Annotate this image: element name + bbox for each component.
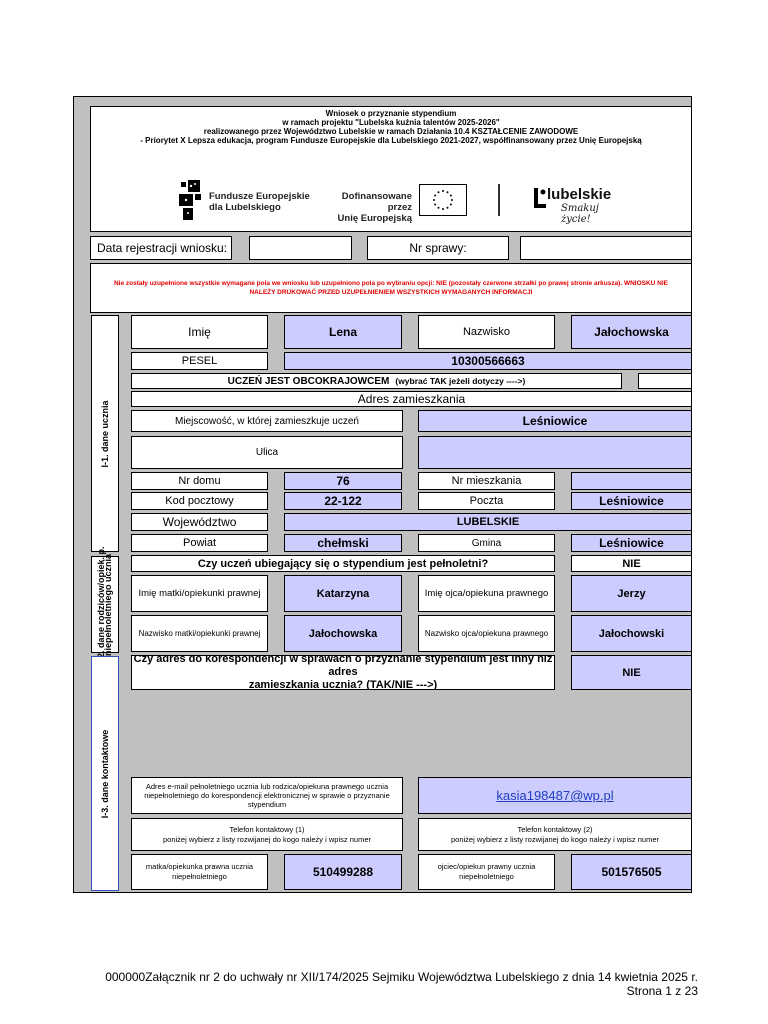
street-label: Ulica xyxy=(131,436,403,469)
section-i1-label: I-1. dane ucznia xyxy=(91,315,119,552)
section-i3-title: I-3. dane kontaktowe xyxy=(100,729,110,818)
commune-field[interactable]: Leśniowice xyxy=(571,534,692,552)
email-field[interactable]: kasia198487@wp.pl xyxy=(418,777,692,814)
header-line-2: w ramach projektu "Lubelska kuźnia talen… xyxy=(282,118,500,127)
street-field[interactable] xyxy=(418,436,692,469)
correspondence-question-line-2: zamieszkania ucznia? (TAK/NIE --->) xyxy=(248,679,438,690)
city-field[interactable]: Leśniowice xyxy=(418,410,692,432)
pesel-label: PESEL xyxy=(131,352,268,370)
correspondence-answer[interactable]: NIE xyxy=(571,655,692,690)
last-name-label: Nazwisko xyxy=(418,315,555,349)
correspondence-question: Czy adres do korespondencji w sprawach o… xyxy=(131,655,555,690)
fundusze-europejskie-text: Fundusze Europejskie dla Lubelskiego xyxy=(209,191,310,213)
postcode-label: Kod pocztowy xyxy=(131,492,268,510)
pesel-field[interactable]: 10300566663 xyxy=(284,352,692,370)
mother-first-name-field[interactable]: Katarzyna xyxy=(284,575,402,612)
father-first-name-label: Imię ojca/opiekuna prawnego xyxy=(418,575,555,612)
phone-2-field[interactable]: 501576505 xyxy=(571,854,692,890)
adult-answer[interactable]: NIE xyxy=(571,555,692,572)
eu-line-1: Dofinansowane przez xyxy=(341,191,412,213)
post-office-label: Poczta xyxy=(418,492,555,510)
registration-date-field[interactable] xyxy=(249,236,352,260)
case-number-field[interactable] xyxy=(520,236,692,260)
postcode-field[interactable]: 22-122 xyxy=(284,492,402,510)
phone-1-header: Telefon kontaktowy (1) poniżej wybierz z… xyxy=(131,818,403,851)
section-i1-title: I-1. dane ucznia xyxy=(100,399,110,468)
mother-first-name-label: Imię matki/opiekunki prawnej xyxy=(131,575,268,612)
phone-2-hint: poniżej wybierz z listy rozwijanej do ko… xyxy=(450,834,659,844)
email-link[interactable]: kasia198487@wp.pl xyxy=(496,788,614,803)
registration-date-label: Data rejestracji wniosku: xyxy=(90,236,232,260)
warning-line-1: Nie zostały uzupełnione wszystkie wymaga… xyxy=(113,280,669,287)
correspondence-question-line-1: Czy adres do korespondencji w sprawach o… xyxy=(133,655,553,678)
commune-label: Gmina xyxy=(418,534,555,552)
county-field[interactable]: chełmski xyxy=(284,534,402,552)
phone-2-title: Telefon kontaktowy (2) xyxy=(517,824,593,834)
adult-question: Czy uczeń ubiegający się o stypendium je… xyxy=(131,555,555,572)
father-first-name-field[interactable]: Jerzy xyxy=(571,575,692,612)
phone-1-field[interactable]: 510499288 xyxy=(284,854,402,890)
eu-flag-icon xyxy=(419,184,467,216)
warning-line-2: NALEŻY DRUKOWAĆ PRZED UZUPEŁNIENIEM WSZY… xyxy=(249,289,533,296)
phone-1-owner-select[interactable]: matka/opiekunka prawna ucznia niepełnole… xyxy=(131,854,268,890)
section-i2-line-2: niepełnoletniego ucznia xyxy=(103,553,113,656)
first-name-field[interactable]: Lena xyxy=(284,315,402,349)
incomplete-form-warning: Nie zostały uzupełnione wszystkie wymaga… xyxy=(90,263,692,313)
foreigner-hint: (wybrać TAK jeżeli dotyczy ---->) xyxy=(395,376,526,386)
lubelskie-logo-icon xyxy=(534,188,546,208)
flat-number-label: Nr mieszkania xyxy=(418,472,555,490)
eu-cofinance-text: Dofinansowane przez Unię Europejską xyxy=(320,191,412,224)
first-name-label: Imię xyxy=(131,315,268,349)
county-label: Powiat xyxy=(131,534,268,552)
voivodeship-field[interactable]: LUBELSKIE xyxy=(284,513,692,531)
section-i2-title: I-2. dane rodziców/opiek. p. niepełnolet… xyxy=(96,546,113,663)
fundusze-europejskie-logo-icon xyxy=(179,180,201,220)
fe-line-1: Fundusze Europejskie xyxy=(209,191,310,202)
footer-attachment-note: 000000Załącznik nr 2 do uchwały nr XII/1… xyxy=(105,970,698,984)
logo-divider xyxy=(498,184,500,216)
page-footer: 000000Załącznik nr 2 do uchwały nr XII/1… xyxy=(105,970,698,998)
phone-2-header: Telefon kontaktowy (2) poniżej wybierz z… xyxy=(418,818,692,851)
section-i2-label: I-2. dane rodziców/opiek. p. niepełnolet… xyxy=(91,546,119,663)
last-name-field[interactable]: Jałochowska xyxy=(571,315,692,349)
address-header: Adres zamieszkania xyxy=(131,391,692,407)
logo-row: Fundusze Europejskie dla Lubelskiego Dof… xyxy=(175,178,620,225)
flat-number-field[interactable] xyxy=(571,472,692,490)
foreigner-label: UCZEŃ JEST OBCOKRAJOWCEM xyxy=(227,375,390,387)
header-title: Wniosek o przyznanie stypendium xyxy=(325,109,457,118)
header-line-3: realizowanego przez Województwo Lubelski… xyxy=(203,127,579,136)
header-line-4: - Priorytet X Lepsza edukacja, program F… xyxy=(140,136,642,145)
eu-line-2: Unię Europejską xyxy=(337,213,412,224)
father-last-name-field[interactable]: Jałochowski xyxy=(571,615,692,652)
mother-last-name-label: Nazwisko matki/opiekunki prawnej xyxy=(131,615,268,652)
mother-last-name-field[interactable]: Jałochowska xyxy=(284,615,402,652)
phone-2-owner-select[interactable]: ojciec/opiekun prawny ucznia niepełnolet… xyxy=(418,854,555,890)
footer-page-number: Strona 1 z 23 xyxy=(626,984,698,998)
house-number-field[interactable]: 76 xyxy=(284,472,402,490)
case-number-label: Nr sprawy: xyxy=(367,236,509,260)
father-last-name-label: Nazwisko ojca/opiekuna prawnego xyxy=(418,615,555,652)
lubelskie-name: lubelskie xyxy=(547,186,612,203)
house-number-label: Nr domu xyxy=(131,472,268,490)
foreigner-question: UCZEŃ JEST OBCOKRAJOWCEM (wybrać TAK jeż… xyxy=(131,373,622,389)
foreigner-select[interactable] xyxy=(638,373,692,389)
section-i3-label: I-3. dane kontaktowe xyxy=(91,656,119,891)
email-label: Adres e-mail pełnoletniego ucznia lub ro… xyxy=(131,777,403,814)
fe-line-2: dla Lubelskiego xyxy=(209,202,281,213)
city-label: Miejscowość, w której zamieszkuje uczeń xyxy=(131,410,403,432)
phone-1-hint: poniżej wybierz z listy rozwijanej do ko… xyxy=(162,834,371,844)
lubelskie-slogan: Smakuj życie! xyxy=(561,203,599,225)
voivodeship-label: Województwo xyxy=(131,513,268,531)
phone-1-title: Telefon kontaktowy (1) xyxy=(229,824,305,834)
post-office-field[interactable]: Leśniowice xyxy=(571,492,692,510)
